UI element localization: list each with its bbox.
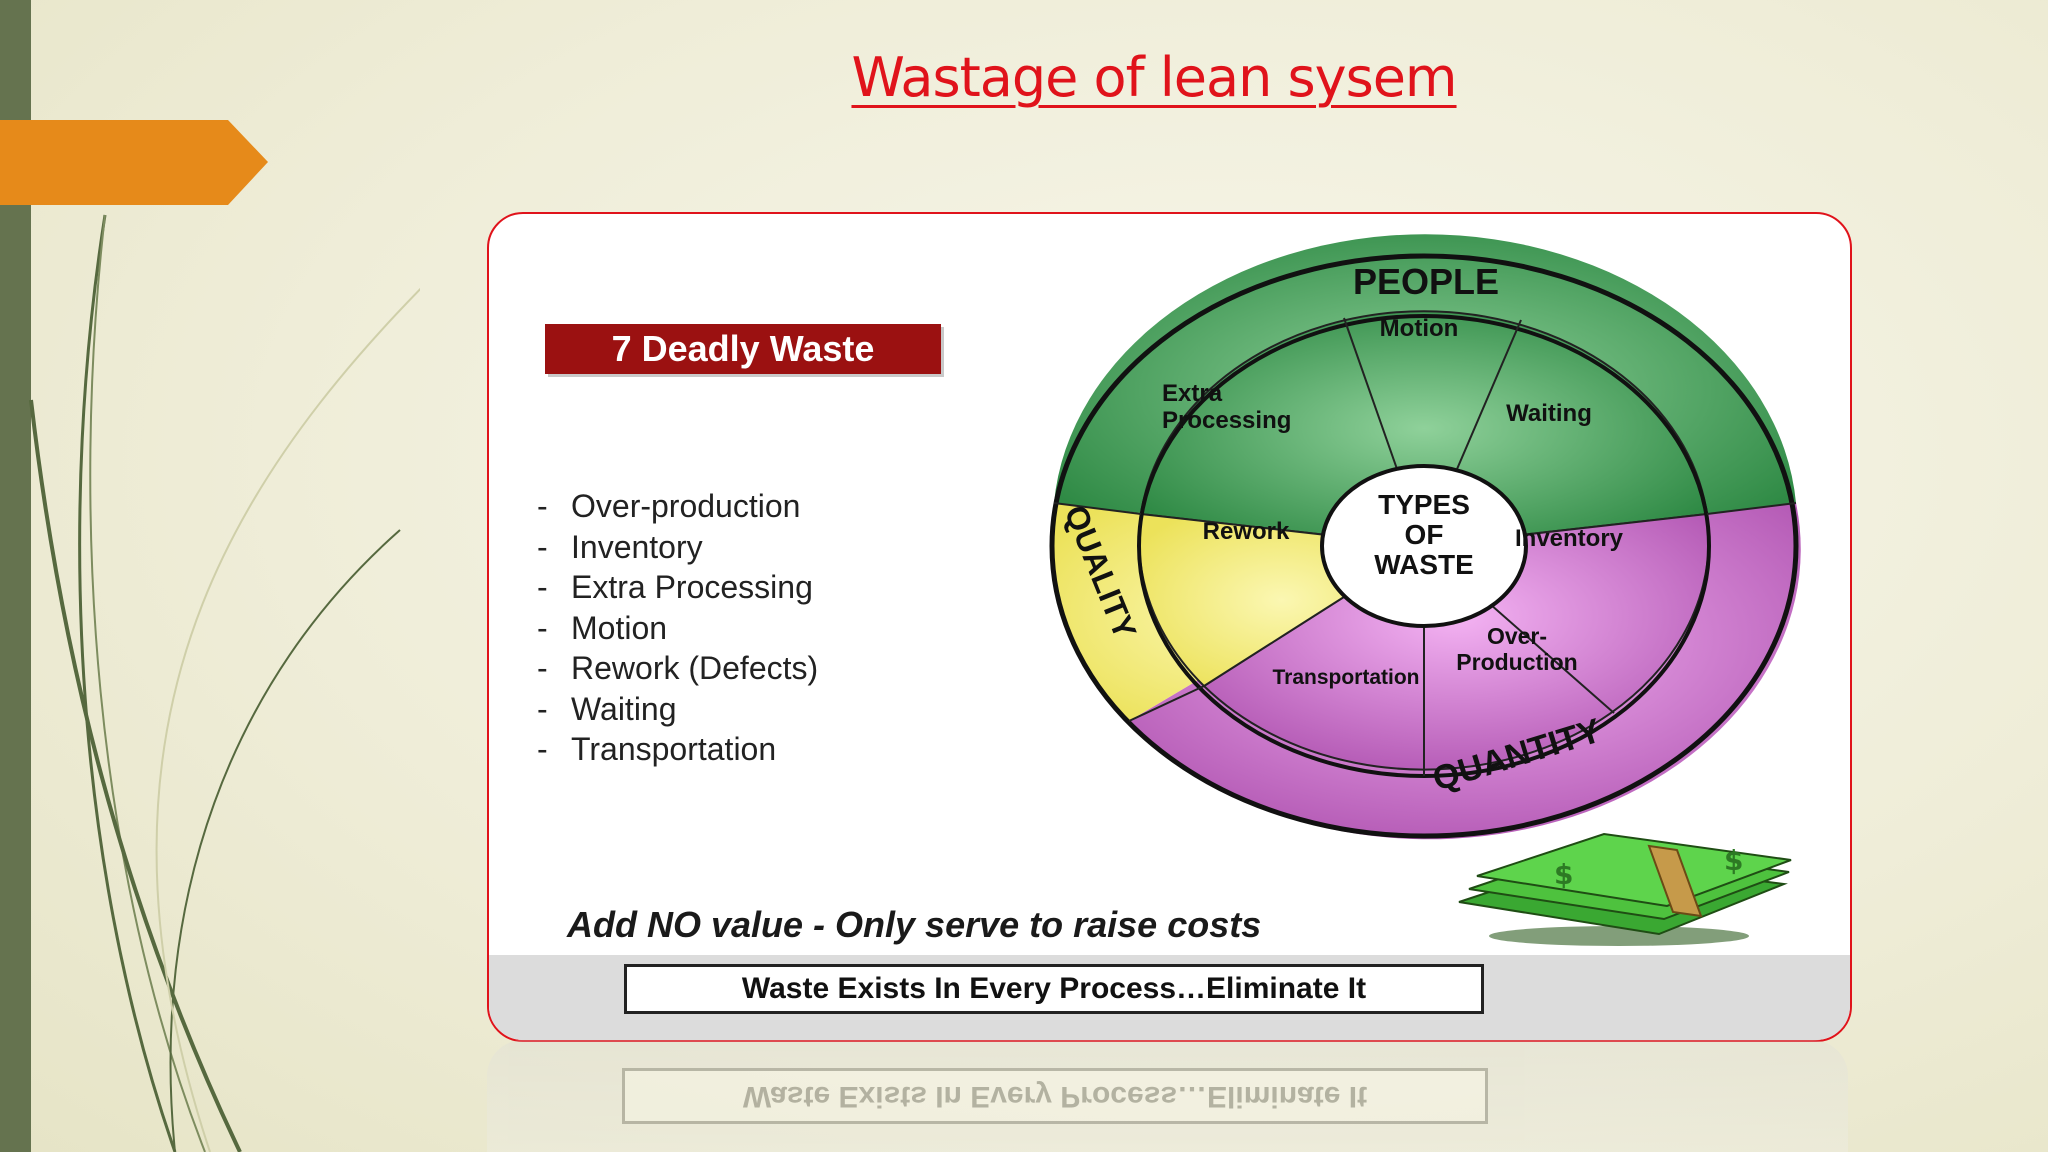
- transportation-label: Transportation: [1272, 666, 1419, 689]
- list-item: -Waiting: [537, 690, 677, 727]
- list-item: -Over-production: [537, 488, 801, 524]
- rework-label: Rework: [1203, 518, 1290, 545]
- orange-arrow-tab: [0, 120, 268, 205]
- svg-text:WASTE: WASTE: [1374, 549, 1474, 580]
- types-of-waste-wheel: TYPES OF WASTE PEOPLE Motion Waiting Inv…: [1049, 234, 1801, 840]
- people-label: PEOPLE: [1353, 261, 1499, 302]
- svg-text:TYPES: TYPES: [1378, 489, 1470, 520]
- over-production-label-1: Over-: [1487, 623, 1547, 649]
- waiting-label: Waiting: [1506, 400, 1592, 427]
- extra-processing-label-2: Processing: [1162, 407, 1291, 434]
- inventory-label: Inventory: [1515, 525, 1624, 552]
- extra-processing-label-1: Extra: [1162, 380, 1223, 407]
- card-reflection: Waste Exists In Every Process…Eliminate …: [487, 1040, 1848, 1152]
- svg-text:$: $: [1554, 858, 1573, 891]
- reflected-banner: Waste Exists In Every Process…Eliminate …: [622, 1068, 1488, 1124]
- list-item: -Motion: [537, 609, 668, 646]
- list-item: -Inventory: [537, 528, 703, 565]
- decorative-grass-lines: [29, 214, 420, 1152]
- list-item: -Extra Processing: [537, 569, 813, 605]
- over-production-label-2: Production: [1456, 649, 1577, 675]
- people-inner-sector: [1139, 310, 1709, 548]
- eliminate-waste-banner: Waste Exists In Every Process…Eliminate …: [624, 964, 1484, 1014]
- seven-deadly-waste-badge: 7 Deadly Waste: [545, 324, 941, 374]
- motion-label: Motion: [1380, 315, 1459, 342]
- diagram-card: 7 Deadly Waste -Over-production -Invento…: [487, 212, 1852, 1042]
- list-item: -Rework (Defects): [537, 650, 819, 686]
- svg-text:OF: OF: [1405, 519, 1444, 550]
- svg-text:$: $: [1724, 844, 1743, 877]
- waste-list: -Over-production -Inventory -Extra Proce…: [537, 486, 818, 770]
- tagline: Add NO value - Only serve to raise costs: [567, 904, 1262, 945]
- slide-title: Wastage of lean sysem: [851, 46, 1457, 109]
- money-stack-icon: $ $: [1458, 832, 1792, 946]
- list-item: -Transportation: [537, 731, 777, 767]
- quantity-inner-sector: [1202, 512, 1710, 771]
